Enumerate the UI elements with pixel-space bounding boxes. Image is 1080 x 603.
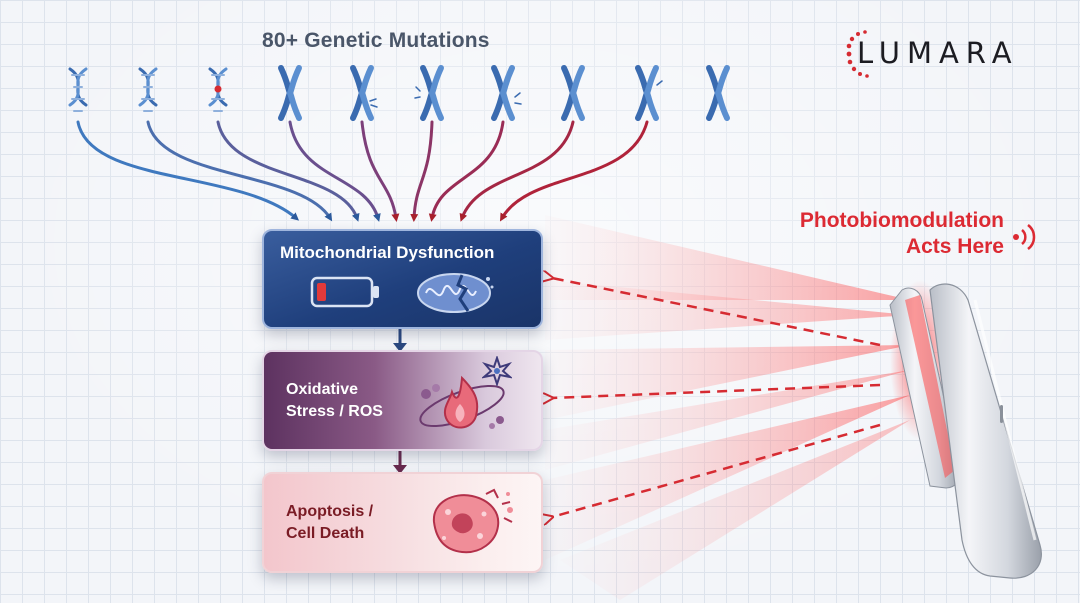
stage-mitochondrial-dysfunction: Mitochondrial Dysfunction xyxy=(262,229,543,329)
stage-apoptosis: Apoptosis / Cell Death xyxy=(262,472,543,573)
stage-label-line1: Apoptosis / xyxy=(286,503,374,520)
dna-helix-icon xyxy=(138,67,158,112)
chromosome-icon xyxy=(561,65,585,121)
mutation-arrows xyxy=(76,120,649,222)
light-beams xyxy=(545,215,910,600)
therapy-label: Photobiomodulation Acts Here xyxy=(800,208,1004,260)
stage-label: Oxidative Stress / ROS xyxy=(286,379,406,423)
flame-molecule-icon xyxy=(419,375,505,429)
brand-name: LUMARA xyxy=(857,36,1019,70)
chromosome-icon xyxy=(278,65,302,121)
mutation-icons-row xyxy=(68,65,730,121)
therapy-label-line1: Photobiomodulation xyxy=(799,209,1004,232)
stage-label: Apoptosis / Cell Death xyxy=(286,501,406,545)
dna-helix-icon xyxy=(68,67,88,112)
signal-waves-icon xyxy=(1013,224,1036,250)
light-therapy-device-icon xyxy=(889,280,1042,579)
therapy-dashed-arrows xyxy=(552,278,881,517)
chromosome-broken-icon xyxy=(414,65,444,121)
stage-label-line1: Oxidative xyxy=(286,381,359,398)
stage-label: Mitochondrial Dysfunction xyxy=(280,243,495,262)
therapy-label-line2: Acts Here xyxy=(905,235,1004,258)
damaged-mitochondrion-icon xyxy=(417,273,494,313)
logo-dots-icon xyxy=(846,30,869,78)
ruptured-cell-icon xyxy=(432,488,513,554)
chromosome-icon xyxy=(706,65,730,121)
stage-label-line2: Cell Death xyxy=(286,525,365,542)
stage-label-line2: Stress / ROS xyxy=(286,403,383,420)
flow-arrows xyxy=(393,327,407,474)
brand-logo: LUMARA xyxy=(845,28,1045,80)
burst-icon xyxy=(482,356,512,386)
chromosome-broken-icon xyxy=(635,65,663,121)
diagram-title: 80+ Genetic Mutations xyxy=(262,29,490,52)
chromosome-broken-icon xyxy=(491,65,522,121)
stage-oxidative-stress: Oxidative Stress / ROS xyxy=(262,350,543,451)
chromosome-broken-icon xyxy=(350,65,378,121)
low-battery-icon xyxy=(310,276,379,308)
dna-helix-mutated-icon xyxy=(208,67,228,112)
